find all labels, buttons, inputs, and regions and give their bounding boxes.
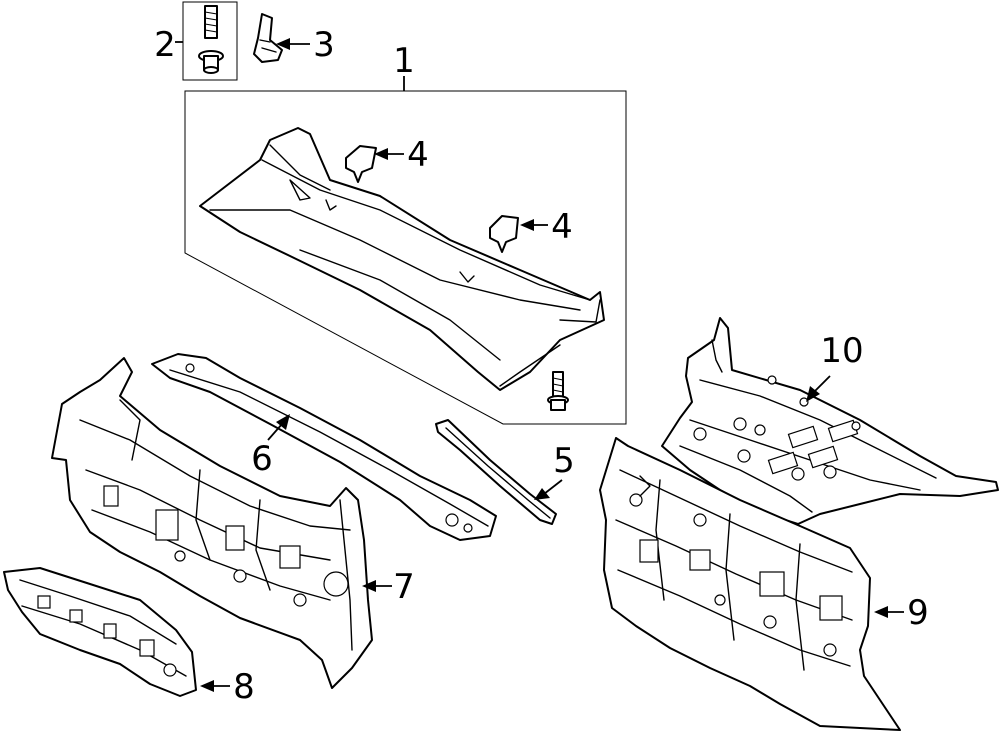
nut-icon <box>198 50 224 74</box>
part-9-dash-panel <box>599 437 901 731</box>
callout-labels: 1 2 3 4 4 5 6 7 8 9 10 <box>154 25 929 707</box>
callout-1: 1 <box>393 41 415 81</box>
callout-4-upper: 4 <box>407 135 429 175</box>
leaders <box>175 38 904 692</box>
part-1-cowl-panel <box>199 127 605 391</box>
part-4-clip-upper <box>345 145 377 183</box>
part-1-frame <box>184 90 627 425</box>
part-1-bolt <box>547 371 569 411</box>
callout-3: 3 <box>313 25 335 65</box>
part-5-strip <box>435 419 557 525</box>
part-8-lower-reinforcement <box>3 567 197 697</box>
callout-5: 5 <box>553 441 575 481</box>
part-10-floor-pan <box>661 317 999 525</box>
bolt-icon <box>204 5 218 39</box>
callout-8: 8 <box>233 667 255 707</box>
part-3-bracket <box>253 13 283 63</box>
part-6-cowl-brace <box>151 353 497 541</box>
callout-9: 9 <box>907 593 929 633</box>
callout-6: 6 <box>251 439 273 479</box>
callout-2: 2 <box>154 25 176 65</box>
part-7-dash-panel <box>51 357 373 689</box>
callout-7: 7 <box>393 567 415 607</box>
part-4-clip-lower <box>489 215 519 253</box>
part-2-bolt-nut <box>182 1 238 81</box>
part-2-frame <box>182 1 238 81</box>
callout-4-lower: 4 <box>551 207 573 247</box>
callout-10: 10 <box>820 331 863 371</box>
